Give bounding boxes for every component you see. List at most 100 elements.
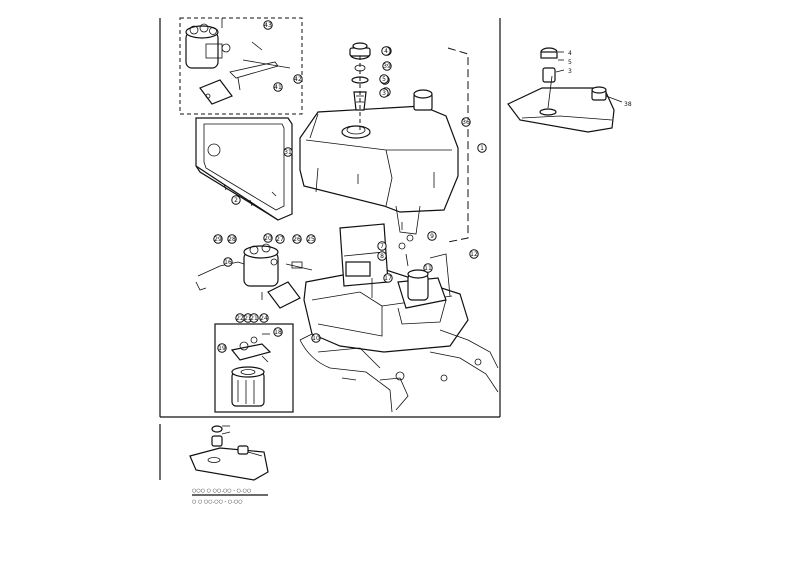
- callout-circle: [382, 61, 392, 71]
- callout-c9: 9: [427, 231, 437, 241]
- callout-c2: 2: [231, 195, 241, 205]
- callout-circle: [293, 74, 303, 84]
- callout-c7: 7: [377, 241, 387, 251]
- callout-number: 29: [214, 236, 222, 243]
- callout-number: 25: [307, 236, 315, 243]
- callout-circle: [383, 273, 393, 283]
- callout-circle: [231, 195, 241, 205]
- callout-number: 4: [384, 48, 388, 55]
- callout-number: 19: [218, 345, 226, 352]
- callout-number: 20: [264, 235, 272, 242]
- callout-circle: [377, 251, 387, 261]
- callout-circle: [283, 147, 293, 157]
- callout-circle: [273, 327, 283, 337]
- callout-number: 2: [234, 197, 238, 204]
- callout-c31: 31: [283, 147, 293, 157]
- callout-c36: 36: [461, 117, 471, 127]
- callout-c41: 41: [273, 82, 283, 92]
- callout-c27: 27: [275, 234, 285, 244]
- callout-layer: 4342414039383631292827262524232221201918…: [213, 20, 487, 353]
- legend-line-2: ○ ○ ○○.○○ - ○.○○: [192, 499, 243, 505]
- fuel-cap-stack: [349, 42, 371, 130]
- callout-number: 17: [384, 275, 392, 282]
- callout-number: 43: [264, 22, 272, 29]
- callout-circle: [263, 20, 273, 30]
- inset-right-label: 5: [568, 59, 572, 66]
- callout-number: 1: [480, 145, 484, 152]
- inset-bottom-detail: [159, 424, 269, 481]
- callout-c4: 4: [381, 46, 391, 56]
- callout-c5: 5: [379, 74, 389, 84]
- callout-number: 9: [430, 233, 434, 240]
- callout-circle: [235, 313, 245, 323]
- callout-c42: 42: [293, 74, 303, 84]
- callout-number: 23: [244, 315, 252, 322]
- callout-number: 18: [274, 329, 282, 336]
- callout-number: 24: [260, 315, 268, 322]
- callout-circle: [306, 234, 316, 244]
- callout-c28: 28: [227, 234, 237, 244]
- callout-c17: 17: [383, 273, 393, 283]
- legend-line-1: ○○○ ○ ○○.○○ - ○.○○: [192, 488, 251, 494]
- callout-circle: [292, 234, 302, 244]
- callout-circle: [423, 263, 433, 273]
- callout-number: 22: [236, 315, 244, 322]
- callout-c20: 20: [263, 233, 273, 243]
- callout-c18: 18: [273, 327, 283, 337]
- callout-number: 39: [383, 63, 391, 70]
- callout-number: 36: [462, 119, 470, 126]
- callout-c8: 8: [377, 251, 387, 261]
- callout-number: 5: [382, 76, 386, 83]
- callout-circle: [263, 233, 273, 243]
- tank-guard: [195, 117, 293, 221]
- callout-number: 26: [293, 236, 301, 243]
- callout-c11: 11: [423, 263, 433, 273]
- callout-circle: [377, 241, 387, 251]
- callout-number: 3: [382, 90, 386, 97]
- fuel-tank: [299, 89, 459, 235]
- inset-right-label: 4: [568, 50, 572, 57]
- callout-c24: 24: [259, 313, 269, 323]
- inset-right-label: 38: [624, 101, 632, 108]
- inset-top-left: [179, 17, 303, 115]
- callout-number: 7: [380, 243, 384, 250]
- callout-circle: [469, 249, 479, 259]
- callout-circle: [379, 88, 389, 98]
- callout-circle: [227, 234, 237, 244]
- callout-circle: [461, 117, 471, 127]
- fuel-filter-group: [195, 243, 313, 309]
- callout-circle: [379, 74, 389, 84]
- group-bracket: [447, 47, 469, 243]
- callout-number: 11: [424, 265, 432, 272]
- inset-right: [507, 47, 623, 133]
- callout-c3: 3: [379, 88, 389, 98]
- inset-right-label: 3: [568, 68, 572, 75]
- callout-c19: 19: [217, 343, 227, 353]
- callout-number: 28: [228, 236, 236, 243]
- callout-circle: [381, 46, 391, 56]
- callout-number: 42: [294, 76, 302, 83]
- callout-circle: [275, 234, 285, 244]
- callout-circle: [223, 257, 233, 267]
- callout-number: 10: [312, 335, 320, 342]
- callout-c1: 1: [477, 143, 487, 153]
- callout-circle: [273, 82, 283, 92]
- callout-circle: [477, 143, 487, 153]
- callout-circle: [217, 343, 227, 353]
- callout-c39: 39: [382, 61, 392, 71]
- callout-c43: 43: [263, 20, 273, 30]
- callout-number: 12: [470, 251, 478, 258]
- callout-c10: 10: [311, 333, 321, 343]
- callout-circle: [427, 231, 437, 241]
- callout-number: 8: [380, 253, 384, 260]
- callout-number: 27: [276, 236, 284, 243]
- callout-c29: 29: [213, 234, 223, 244]
- callout-c26: 26: [292, 234, 302, 244]
- callout-circle: [249, 313, 259, 323]
- callout-number: 21: [250, 315, 258, 322]
- engine-block: [299, 223, 499, 413]
- callout-number: 16: [224, 259, 232, 266]
- callout-number: 41: [274, 84, 282, 91]
- callout-c21: 21: [249, 313, 259, 323]
